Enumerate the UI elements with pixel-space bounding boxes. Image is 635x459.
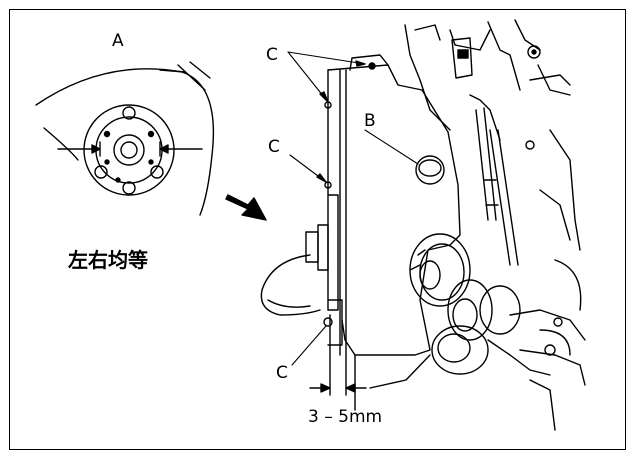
right-mechanism: [354, 19, 586, 431]
measurement-label: 3 – 5mm: [308, 407, 382, 427]
base-casting: [260, 254, 321, 316]
label-c-middle: C: [268, 137, 280, 157]
detail-a-pulley: [35, 61, 215, 216]
technical-illustration: A B C C C 左右均等 3 – 5mm: [35, 19, 586, 431]
leader-lines: [287, 51, 419, 366]
cover-plate: [305, 54, 461, 356]
caption-equal-spacing: 左右均等: [68, 248, 148, 272]
label-b: B: [364, 111, 376, 131]
direction-arrow: [225, 194, 267, 221]
diagram-frame: A B C C C 左右均等 3 – 5mm: [9, 9, 626, 450]
label-a: A: [112, 31, 124, 51]
dimension-marker: [309, 314, 367, 396]
label-c-top: C: [266, 45, 278, 65]
label-c-bottom: C: [276, 363, 288, 383]
